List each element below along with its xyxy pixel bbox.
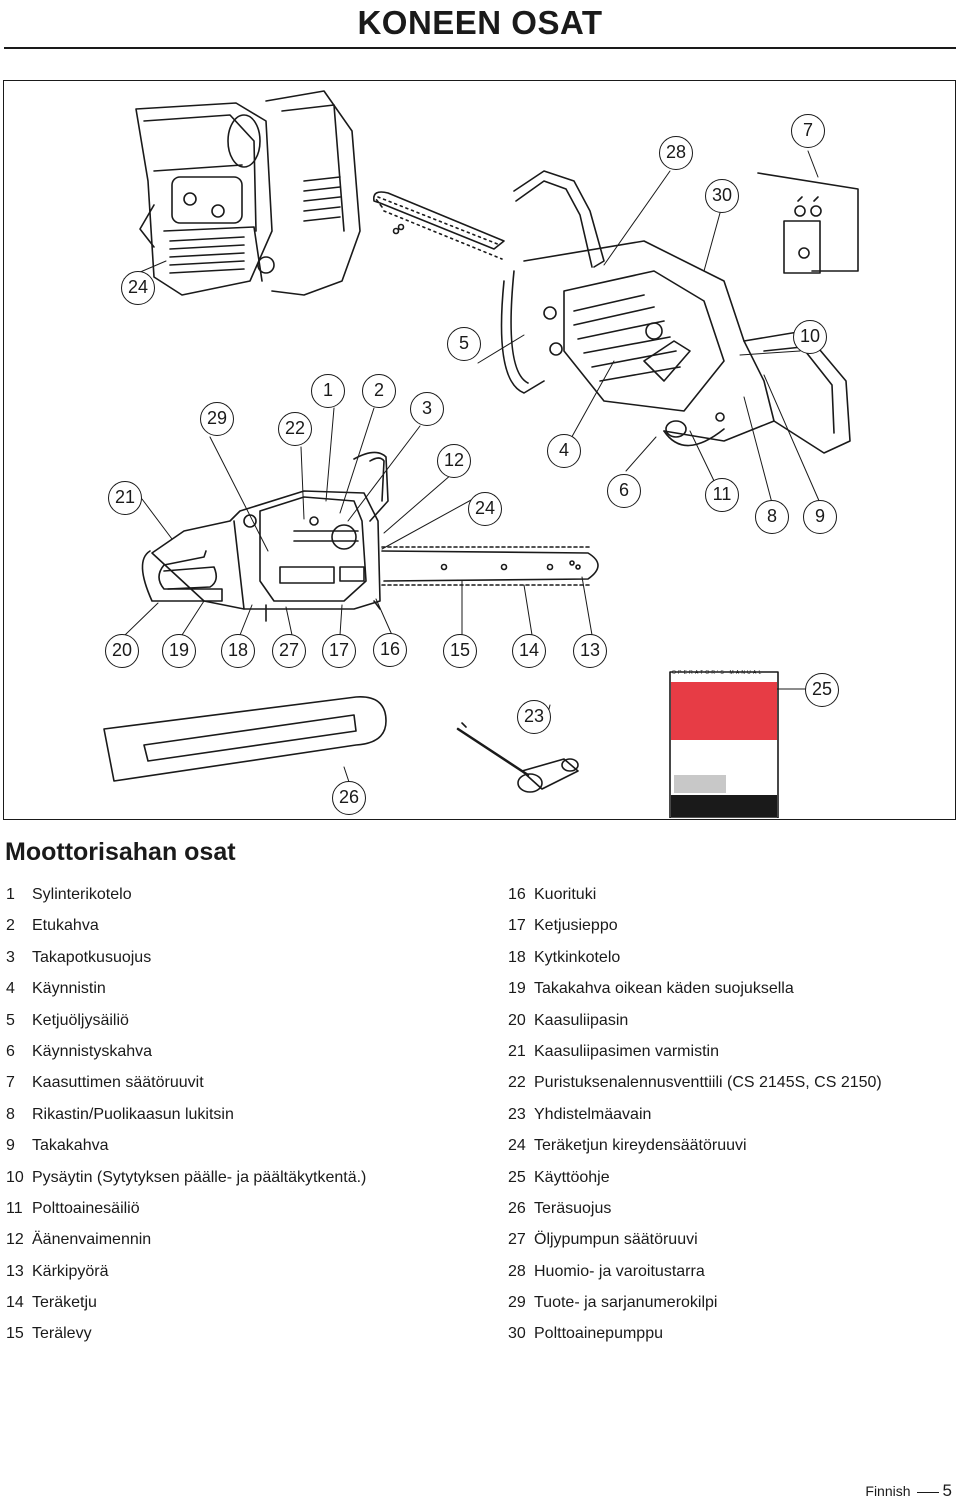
title-divider xyxy=(4,47,956,49)
callout-10: 10 xyxy=(793,320,827,354)
callout-19: 19 xyxy=(162,634,196,668)
callout-7: 7 xyxy=(791,114,825,148)
callout-24-mid: 24 xyxy=(468,492,502,526)
callout-21: 21 xyxy=(108,481,142,515)
callout-4: 4 xyxy=(547,434,581,468)
callout-30: 30 xyxy=(705,179,739,213)
callout-28: 28 xyxy=(659,136,693,170)
callout-20: 20 xyxy=(105,634,139,668)
page-number: 5 xyxy=(942,1481,952,1500)
callout-26: 26 xyxy=(332,781,366,815)
middle-chainsaw-drawing xyxy=(141,451,599,622)
callout-16: 16 xyxy=(373,633,407,667)
callout-23: 23 xyxy=(517,700,551,734)
callout-2: 2 xyxy=(362,374,396,408)
combination-wrench-drawing xyxy=(456,722,579,793)
callout-17: 17 xyxy=(322,634,356,668)
carburetor-adjustment-detail xyxy=(757,172,859,274)
footer-language: Finnish xyxy=(865,1483,911,1499)
top-right-chainsaw-drawing xyxy=(372,170,851,454)
callout-6: 6 xyxy=(607,474,641,508)
page-footer: Finnish 5 xyxy=(865,1481,952,1501)
callout-8: 8 xyxy=(755,500,789,534)
section-heading: Moottorisahan osat xyxy=(5,838,236,866)
rear-view-drawing xyxy=(135,90,361,296)
callout-22: 22 xyxy=(278,412,312,446)
callout-27: 27 xyxy=(272,634,306,668)
callout-14: 14 xyxy=(512,634,546,668)
callout-25: 25 xyxy=(805,673,839,707)
callout-11: 11 xyxy=(705,478,739,512)
callout-9: 9 xyxy=(803,500,837,534)
chainsaw-illustration xyxy=(103,90,859,818)
bar-cover-drawing xyxy=(103,696,387,782)
callout-13: 13 xyxy=(573,634,607,668)
callout-leader-lines xyxy=(123,150,823,786)
manual-cover-caption: OPERATOR'S MANUAL xyxy=(672,670,764,676)
callout-15: 15 xyxy=(443,634,477,668)
callout-1: 1 xyxy=(311,374,345,408)
operators-manual-drawing xyxy=(669,671,779,818)
callout-29: 29 xyxy=(200,402,234,436)
callout-3: 3 xyxy=(410,392,444,426)
page-title: KONEEN OSAT xyxy=(357,4,603,41)
footer-dash xyxy=(916,1491,939,1493)
callout-24-top: 24 xyxy=(121,271,155,305)
callout-18: 18 xyxy=(221,634,255,668)
callout-5: 5 xyxy=(447,327,481,361)
callout-12: 12 xyxy=(437,444,471,478)
parts-illustration: OPERATOR'S MANUAL 24 28 30 7 5 10 29 22 … xyxy=(3,80,956,820)
